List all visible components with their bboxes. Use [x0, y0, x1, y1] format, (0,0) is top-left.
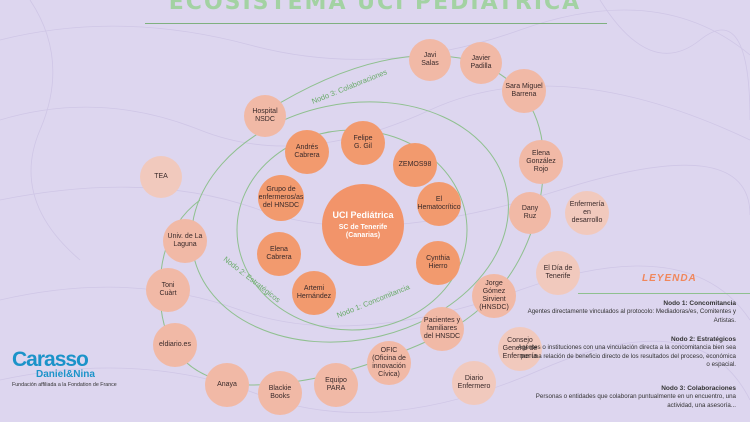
logo-caption: Fundación affiliada a la Fondation de Fr… [12, 382, 117, 388]
node-diario-enfermero: Diario Enfermero [452, 361, 496, 405]
node-tea: TEA [140, 156, 182, 198]
node-ofic: OFIC (Oficina de innovación Cívica) [367, 341, 411, 385]
ring-label-1: Nodo 1: Concomitancia [335, 282, 411, 320]
node-jorge-gomez: Jorge Gómez Sirvient (HNSDC) [472, 274, 516, 318]
node-toni-cuart: Toni Cuàrt [146, 268, 190, 312]
node-andres: Andrés Cabrera [285, 130, 329, 174]
node-artemi: Artemi Hernández [292, 271, 336, 315]
node-hematocritico: El Hematocrítico [417, 182, 461, 226]
node-felipe: Felipe G. Gil [341, 121, 385, 165]
legend-heading: Nodo 3: Colaboraciones [661, 385, 736, 392]
node-sara-miguel: Sara Miguel Barrena [502, 69, 546, 113]
logo-subtitle: Daniel&Nina [36, 369, 95, 380]
legend-text: Personas o entidades que colaboran puntu… [535, 393, 736, 409]
center-node: UCI Pediátrica SC de Tenerife (Canarias) [322, 184, 404, 266]
node-elena-gonzalez: Elena González Rojo [519, 140, 563, 184]
node-eldiario: eldiario.es [153, 323, 197, 367]
node-dany-ruz: Dany Ruz [509, 192, 551, 234]
node-consejo-enfermeria: Consejo General de Enfermería [498, 327, 542, 371]
legend-heading: Nodo 1: Concomitancia [663, 300, 736, 307]
node-grupo-enfermeros: Grupo de enfermeros/as del HNSDC [258, 175, 304, 221]
node-javi-salas: Javi Salas [409, 39, 451, 81]
legend-text: Agentes o instituciones con una vinculac… [517, 344, 736, 368]
logo-wordmark: Carasso [12, 348, 89, 371]
node-zemos98: ZEMOS98 [393, 143, 437, 187]
page-title: ECOSISTEMA UCI PEDIÁTRICA [168, 0, 582, 15]
node-pacientes: Pacientes y familiares del HNSDC [420, 307, 464, 351]
center-subtitle: SC de Tenerife (Canarias) [338, 223, 388, 239]
node-elena-cabrera: Elena Cabrera [257, 232, 301, 276]
legend-divider [578, 293, 750, 294]
carasso-logo: Carasso Daniel&Nina Fundación affiliada … [12, 348, 117, 388]
node-cynthia: Cynthia Hierro [416, 241, 460, 285]
legend-text: Agentes directamente vinculados al proto… [527, 308, 736, 324]
legend-title: LEYENDA [642, 273, 697, 284]
node-equipo-para: Equipo PARA [314, 363, 358, 407]
node-blackie-books: Blackie Books [258, 371, 302, 415]
node-anaya: Anaya [205, 363, 249, 407]
legend-item-3: Nodo 3: Colaboraciones Personas o entida… [516, 385, 736, 410]
node-univ-laguna: Univ. de La Laguna [163, 219, 207, 263]
center-title: UCI Pediátrica [332, 210, 394, 221]
node-enfermeria-desarrollo: Enfermería en desarrollo [565, 191, 609, 235]
ring-label-3: Nodo 3: Colaboraciones [310, 67, 388, 106]
legend-item-1: Nodo 1: Concomitancia Agentes directamen… [516, 300, 736, 325]
legend-item-2: Nodo 2: Estratégicos Agentes o instituci… [516, 336, 736, 369]
node-javier-padilla: Javier Padilla [460, 42, 502, 84]
legend-heading: Nodo 2: Estratégicos [670, 336, 736, 343]
title-underline [145, 23, 607, 24]
node-el-dia-tenerife: El Día de Tenerife [536, 251, 580, 295]
node-hospital-nsdc: Hospital NSDC [244, 95, 286, 137]
